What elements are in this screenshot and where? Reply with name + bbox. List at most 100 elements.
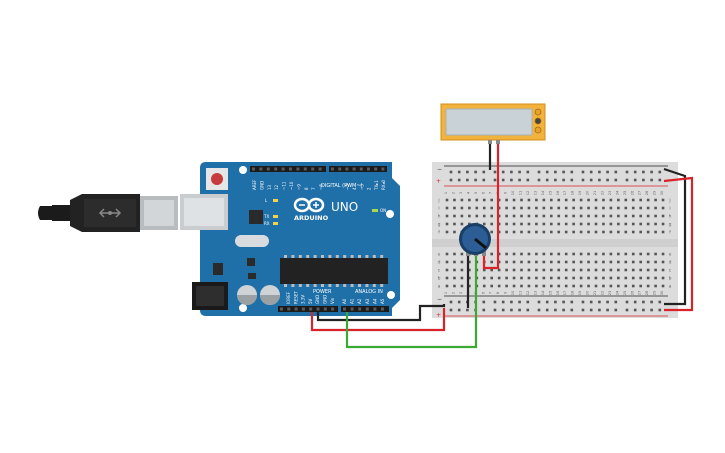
column-number: 29 [653, 190, 657, 195]
column-number: 3 [459, 192, 463, 194]
wire-pot-vcc[interactable] [482, 142, 500, 270]
row-letter: e [438, 253, 441, 258]
wires [310, 142, 694, 349]
column-number: 22 [600, 291, 604, 296]
column-number: 30 [660, 290, 664, 295]
column-number: 10 [511, 190, 515, 195]
row-letter: e [669, 253, 672, 258]
column-number: 16 [556, 290, 560, 295]
column-number: 10 [511, 290, 515, 295]
on-led [372, 209, 378, 212]
row-letter: a [669, 285, 672, 290]
column-number: 13 [533, 291, 537, 296]
column-number: 28 [645, 190, 649, 195]
column-number: 8 [496, 291, 500, 294]
column-number: 4 [466, 191, 470, 194]
pin-label: 12 [274, 184, 279, 190]
lcd-display-icon[interactable] [440, 103, 546, 144]
column-number: 21 [593, 191, 597, 196]
column-number: 29 [653, 290, 657, 295]
analog-header [341, 306, 389, 312]
potentiometer-icon[interactable] [459, 223, 491, 256]
row-letter: i [438, 206, 439, 212]
column-number: 17 [563, 291, 567, 296]
tx-led-label: TX [263, 214, 269, 219]
column-number: 23 [608, 191, 612, 196]
column-number: 25 [623, 191, 627, 196]
pin-label: RESET [293, 291, 298, 304]
rail-plus-label: + [436, 178, 441, 185]
rx-led [273, 222, 278, 225]
usb-chip [249, 210, 263, 224]
row-letter: a [438, 285, 441, 290]
pin-label: A3 [365, 298, 370, 304]
column-number: 2 [451, 192, 455, 194]
column-number: 3 [459, 292, 463, 294]
wire-rail-gnd-bridge[interactable] [663, 167, 687, 306]
pin-label: 5V [308, 298, 313, 304]
rx-led-label: RX [264, 221, 270, 226]
crystal-oscillator [235, 235, 269, 247]
power-label: POWER [313, 289, 332, 295]
model-label: UNO [331, 200, 358, 214]
pin-label: 13 [267, 184, 272, 190]
column-number: 2 [451, 292, 455, 294]
wire-gnd[interactable] [316, 304, 446, 322]
column-number: 18 [571, 290, 575, 295]
column-number: 24 [615, 190, 619, 195]
column-number: 6 [481, 291, 485, 294]
column-number: 9 [504, 291, 508, 294]
pin-label: ~10 [289, 181, 294, 190]
wire-5v[interactable] [310, 308, 446, 332]
column-number: 12 [526, 291, 530, 296]
digital-label: DIGITAL (PWM~) [321, 183, 363, 189]
column-number: 23 [608, 291, 612, 296]
pin-label: A2 [357, 298, 362, 304]
row-letter: g [669, 223, 672, 228]
column-number: 1 [444, 292, 448, 294]
display-screen [445, 108, 533, 136]
pin-label: GND [323, 295, 328, 304]
row-letter: g [438, 223, 441, 228]
row-letter: j [668, 198, 670, 204]
wire-rail-vcc-bridge[interactable] [663, 176, 694, 312]
column-number: 11 [519, 191, 523, 196]
column-number: 24 [615, 290, 619, 295]
usb-cable-icon[interactable] [38, 194, 178, 232]
pin-label: AREF [252, 179, 257, 190]
row-letter: b [438, 276, 441, 282]
pin-label: A1 [350, 298, 355, 304]
breadboard-holes [445, 170, 665, 312]
row-letter: j [437, 198, 439, 204]
column-number: 28 [645, 290, 649, 295]
pin-label: A4 [372, 298, 377, 304]
column-number: 15 [548, 291, 552, 296]
pin-label: 7 [311, 187, 316, 190]
column-number: 12 [526, 191, 530, 196]
arduino-infinity-logo [293, 197, 325, 213]
column-number: 13 [533, 191, 537, 196]
l-led [273, 199, 278, 202]
wire-a0[interactable] [345, 252, 478, 349]
digital-header-right [329, 166, 387, 172]
pin-label: GND [315, 295, 320, 304]
column-number: 16 [556, 190, 560, 195]
column-number: 26 [630, 190, 634, 195]
column-number: 14 [541, 290, 545, 295]
column-number: 30 [660, 190, 664, 195]
pin-label: 8 [304, 187, 309, 190]
pin-label: TX▸1 [374, 180, 379, 191]
pin-label: ~9 [296, 184, 301, 190]
rail-minus-label-bottom: − [437, 296, 442, 303]
column-number: 1 [444, 192, 448, 194]
row-letter: d [438, 260, 441, 266]
pin-label: GND [259, 181, 264, 190]
pin-label: Vin [330, 297, 335, 304]
pin-label: ~11 [282, 181, 287, 190]
column-number: 6 [481, 191, 485, 194]
pin-label: 3.3V [301, 295, 306, 304]
analog-in-label: ANALOG IN [355, 289, 383, 295]
